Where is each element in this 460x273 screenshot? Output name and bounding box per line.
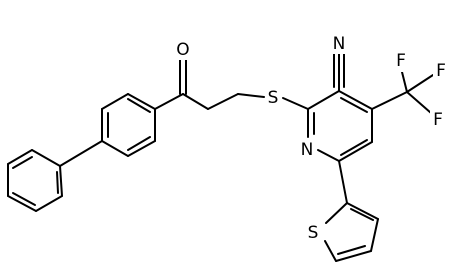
phenyl-ring [7, 149, 63, 212]
biaryl-bond [59, 140, 103, 167]
thiophene-ring [324, 202, 379, 262]
nitrile-nitrogen-label: N [333, 34, 346, 54]
pyridine-nitrogen-label: N [301, 140, 314, 160]
oxygen-label: O [176, 40, 189, 60]
thioether-bond [282, 97, 309, 110]
nitrile-group [333, 51, 345, 92]
thioether-sulfur-label: S [268, 88, 279, 108]
pyridine-thiophene-bond [338, 160, 348, 204]
trifluoromethyl-group [371, 67, 434, 114]
fluorine-label-2: F [436, 61, 446, 81]
phenylene-ring [101, 93, 156, 157]
fluorine-label-3: F [433, 110, 443, 130]
thiophene-sulfur-label: S [308, 223, 319, 243]
ketone-linker [154, 55, 265, 110]
fluorine-label-1: F [396, 51, 406, 71]
pyridine-ring [307, 90, 373, 162]
